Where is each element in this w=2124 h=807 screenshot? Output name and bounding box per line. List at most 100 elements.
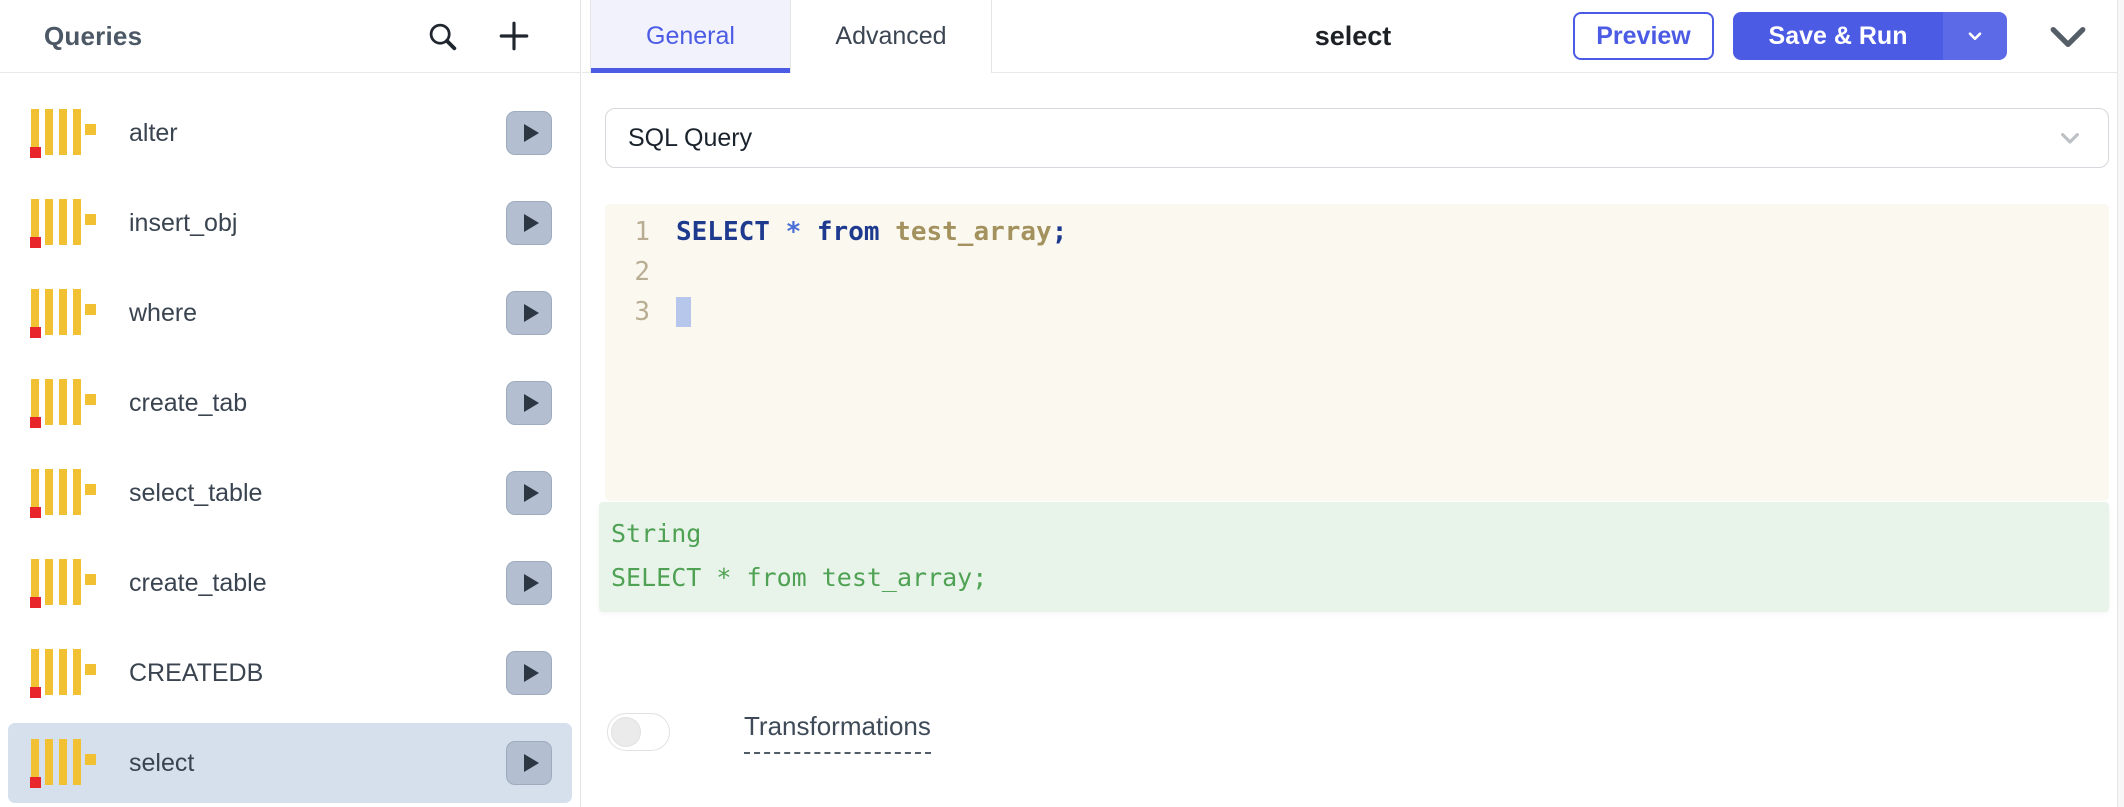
icon-red-dot <box>30 507 41 518</box>
icon-red-dot <box>30 327 41 338</box>
query-item-label: CREATEDB <box>129 658 264 687</box>
run-query-button[interactable] <box>506 651 552 695</box>
run-query-button[interactable] <box>506 741 552 785</box>
query-list-item[interactable]: create_tab <box>8 363 572 443</box>
run-query-button[interactable] <box>506 381 552 425</box>
code-text: SELECT * from test_array; <box>676 217 1067 247</box>
query-item-label: select_table <box>129 478 263 507</box>
icon-bar <box>45 559 53 605</box>
run-query-button[interactable] <box>506 201 552 245</box>
text-cursor <box>676 297 691 328</box>
query-item-label: where <box>129 298 198 327</box>
evaluated-type-label: String <box>611 519 702 548</box>
icon-red-dot <box>30 417 41 428</box>
code-token: * <box>785 217 802 247</box>
icon-bar <box>59 739 67 785</box>
icon-bar <box>31 379 39 425</box>
query-type-icon <box>30 467 96 519</box>
save-run-options chevron-down-icon[interactable] <box>1943 12 2007 60</box>
icon-bar <box>73 379 81 425</box>
icon-dot <box>85 574 96 585</box>
play-icon <box>523 484 539 502</box>
icon-bar <box>59 559 67 605</box>
query-item-label: select <box>129 748 195 777</box>
query-list-item[interactable]: where <box>8 273 572 353</box>
query-list-item[interactable]: insert_obj <box>8 183 572 263</box>
code-line: 3 <box>605 292 2109 332</box>
tab-general[interactable]: General <box>590 0 791 73</box>
icon-bar <box>59 379 67 425</box>
query-list-item[interactable]: select_table <box>8 453 572 533</box>
queries-title: Queries <box>44 20 143 51</box>
play-icon <box>523 214 539 232</box>
icon-bar <box>31 649 39 695</box>
icon-red-dot <box>30 777 41 788</box>
query-list-item[interactable]: select <box>8 723 572 803</box>
query-list-item[interactable]: alter <box>8 93 572 173</box>
save-and-run-button[interactable]: Save & Run <box>1733 12 2007 60</box>
icon-dot <box>85 214 96 225</box>
code-token: test_array <box>895 217 1052 247</box>
code-line: 1 SELECT * from test_array; <box>605 212 2109 252</box>
evaluated-value-popup: String SELECT * from test_array; <box>599 502 2109 612</box>
code-token <box>770 217 786 247</box>
icon-bar <box>31 109 39 155</box>
icon-bar <box>59 109 67 155</box>
tab-advanced[interactable]: Advanced <box>791 0 992 73</box>
icon-bar <box>31 199 39 245</box>
run-query-button[interactable] <box>506 471 552 515</box>
add-query-button plus-icon[interactable] <box>492 14 536 58</box>
code-line: 2 <box>605 252 2109 292</box>
code-token: SELECT <box>676 217 770 247</box>
icon-dot <box>85 124 96 135</box>
icon-bar <box>59 469 67 515</box>
run-query-button[interactable] <box>506 291 552 335</box>
search-icon[interactable] <box>420 14 464 58</box>
query-type-icon <box>30 647 96 699</box>
query-type-icon <box>30 287 96 339</box>
sql-code-editor[interactable]: 1 SELECT * from test_array; 2 3 <box>605 204 2109 501</box>
preview-button[interactable]: Preview <box>1573 12 1714 60</box>
query-item-label: create_tab <box>129 388 248 417</box>
run-query-button[interactable] <box>506 561 552 605</box>
code-text <box>676 297 691 328</box>
icon-bar <box>59 199 67 245</box>
run-query-button[interactable] <box>506 111 552 155</box>
icon-bar <box>73 289 81 335</box>
sidebar-header: Queries <box>0 0 580 73</box>
collapse-editor-button chevron-down-icon[interactable] <box>2044 16 2092 58</box>
transformations-toggle[interactable] <box>607 713 670 751</box>
play-icon <box>523 124 539 142</box>
icon-bar <box>45 289 53 335</box>
query-item-label: insert_obj <box>129 208 238 237</box>
icon-bar <box>45 379 53 425</box>
code-token: ; <box>1051 217 1068 247</box>
play-icon <box>523 754 539 772</box>
icon-bar <box>59 649 67 695</box>
save-and-run-label[interactable]: Save & Run <box>1733 12 1943 60</box>
icon-bar <box>45 109 53 155</box>
query-type-icon <box>30 107 96 159</box>
play-icon <box>523 574 539 592</box>
icon-dot <box>85 664 96 675</box>
command-select[interactable]: SQL Query <box>605 108 2109 168</box>
line-number: 1 <box>634 217 650 247</box>
transformations-label: Transformations <box>744 711 931 754</box>
icon-bar <box>59 289 67 335</box>
code-token <box>801 217 817 247</box>
icon-red-dot <box>30 687 41 698</box>
query-type-icon <box>30 557 96 609</box>
icon-red-dot <box>30 147 41 158</box>
transformations-row: Transformations <box>607 711 931 754</box>
query-type-icon <box>30 197 96 249</box>
scrollbar[interactable] <box>2117 0 2124 807</box>
line-number: 2 <box>634 257 650 287</box>
query-list-item[interactable]: CREATEDB <box>8 633 572 713</box>
query-list-item[interactable]: create_table <box>8 543 572 623</box>
icon-bar <box>31 739 39 785</box>
icon-bar <box>45 469 53 515</box>
